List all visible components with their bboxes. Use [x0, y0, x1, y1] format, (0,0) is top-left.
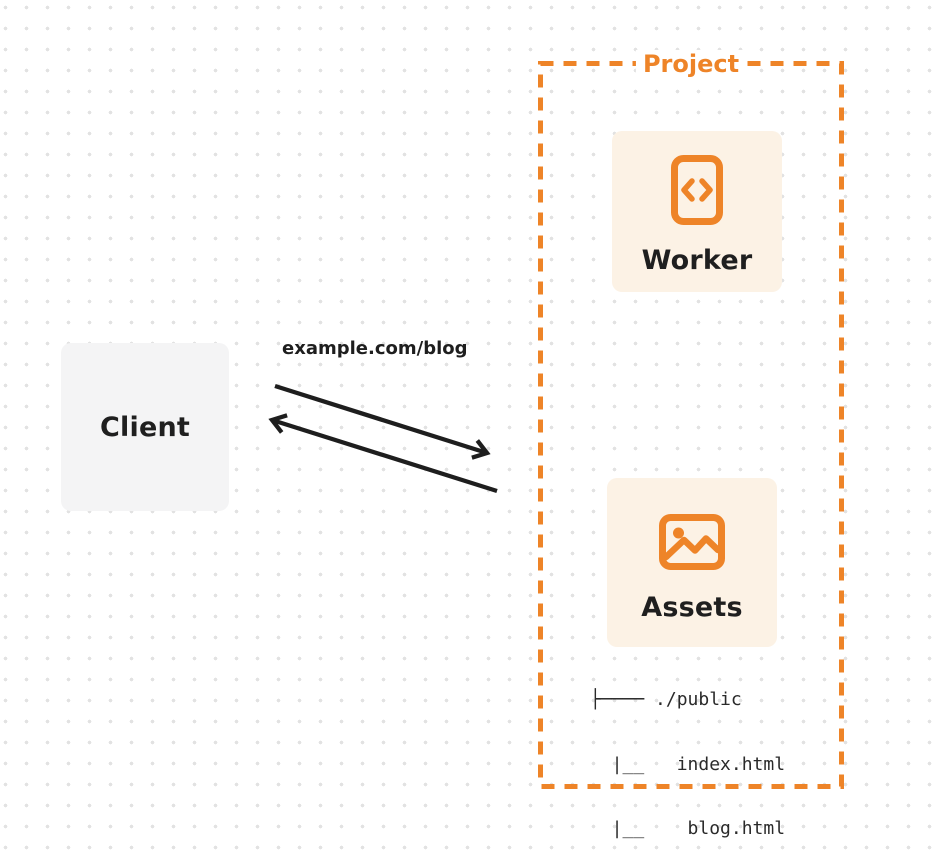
project-title: Project	[635, 50, 747, 78]
request-response-arrows	[268, 383, 498, 494]
worker-label: Worker	[641, 245, 753, 276]
response-arrow	[268, 413, 498, 494]
code-icon	[671, 155, 723, 225]
assets-label: Assets	[641, 592, 743, 623]
assets-file-tree: ├──── ./public |__ index.html |__ blog.h…	[590, 646, 785, 860]
file-tree-line-index: |__ index.html	[590, 753, 786, 775]
image-icon	[659, 514, 725, 570]
worker-card: Worker	[612, 131, 782, 292]
request-arrow	[274, 383, 491, 460]
client-node: Client	[61, 343, 229, 511]
assets-card: Assets	[607, 478, 777, 647]
request-url-label: example.com/blog	[282, 338, 468, 359]
file-tree-line-public: ├──── ./public	[590, 689, 742, 710]
client-label: Client	[100, 411, 190, 443]
file-tree-line-blog: |__ blog.html	[590, 818, 786, 839]
